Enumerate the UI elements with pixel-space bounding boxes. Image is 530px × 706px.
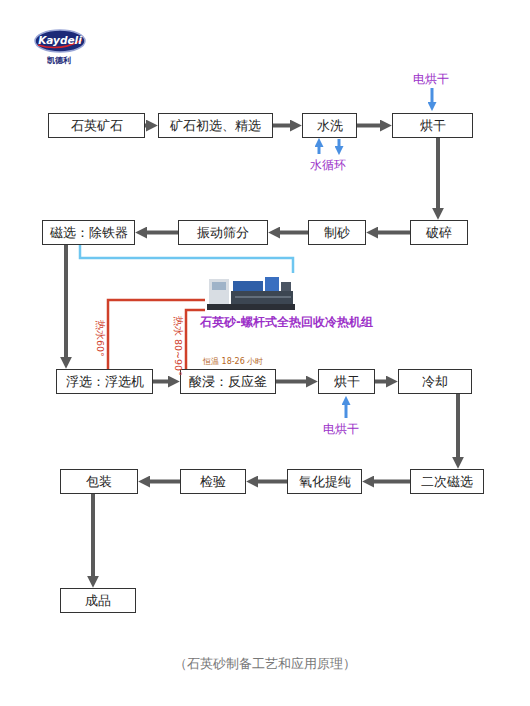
node-text: 振动筛分 bbox=[197, 224, 249, 242]
connector bbox=[257, 480, 287, 484]
process-box: 浮选：浮选机 bbox=[56, 369, 153, 394]
connector bbox=[91, 494, 95, 577]
node-text: 包装 bbox=[86, 473, 112, 491]
connector bbox=[377, 231, 410, 235]
node-text: 矿石初选、精选 bbox=[170, 117, 261, 135]
process-box: 检验 bbox=[180, 469, 246, 494]
logo-text: Kaydeli bbox=[37, 34, 83, 46]
note-label: 电烘干 bbox=[323, 421, 359, 438]
node-text: 烘干 bbox=[334, 373, 360, 391]
logo-text: 凯德利 bbox=[47, 55, 71, 66]
node-text: 磁选：除铁器 bbox=[50, 224, 128, 242]
process-box: 烘干 bbox=[318, 369, 375, 394]
process-box: 破碎 bbox=[410, 220, 468, 245]
process-box: 成品 bbox=[60, 588, 136, 613]
connector bbox=[153, 380, 169, 384]
process-box: 二次磁选 bbox=[410, 469, 484, 494]
node-text: 浮选：浮选机 bbox=[66, 373, 144, 391]
process-box: 氧化提纯 bbox=[287, 469, 362, 494]
node-text: 氧化提纯 bbox=[299, 473, 351, 491]
connector bbox=[436, 138, 440, 209]
node-text: 二次磁选 bbox=[421, 473, 473, 491]
node-text: 制砂 bbox=[324, 224, 350, 242]
process-box: 包装 bbox=[60, 469, 138, 494]
control-cabinet bbox=[209, 279, 229, 304]
connector bbox=[273, 124, 291, 128]
connector bbox=[64, 245, 68, 358]
connector bbox=[279, 231, 308, 235]
node-text: 烘干 bbox=[420, 117, 446, 135]
cycle-arrow bbox=[318, 146, 321, 154]
pipe-block bbox=[281, 282, 291, 291]
node-text: 冷却 bbox=[422, 373, 448, 391]
connector bbox=[276, 380, 307, 384]
process-box: 石英矿石 bbox=[48, 113, 145, 138]
shell-tube bbox=[231, 291, 293, 304]
connector bbox=[456, 394, 460, 458]
chiller-illustration bbox=[205, 273, 297, 311]
connector bbox=[145, 124, 147, 128]
compressor-head bbox=[265, 277, 279, 291]
shell-line bbox=[235, 297, 291, 298]
edge-label: 热水60° bbox=[93, 320, 106, 357]
process-box: 制砂 bbox=[308, 220, 366, 245]
process-box: 振动筛分 bbox=[178, 220, 268, 245]
inflow-arrow bbox=[431, 88, 434, 103]
node-text: 水洗 bbox=[317, 117, 343, 135]
node-text: 检验 bbox=[200, 473, 226, 491]
note-label: 恒温 18-26 小时 bbox=[203, 356, 263, 367]
connector bbox=[375, 380, 387, 384]
control-panel bbox=[212, 282, 226, 290]
connector bbox=[149, 480, 180, 484]
connector bbox=[357, 124, 381, 128]
process-box: 冷却 bbox=[398, 369, 472, 394]
cycle-arrow bbox=[338, 139, 341, 147]
logo-oval bbox=[35, 30, 85, 52]
process-box: 酸浸：反应釜 bbox=[180, 369, 276, 394]
connector bbox=[373, 480, 410, 484]
machine-base bbox=[207, 304, 295, 310]
compressor bbox=[233, 281, 263, 291]
process-box: 矿石初选、精选 bbox=[158, 113, 273, 138]
chiller-unit: 石英砂-螺杆式全热回收冷热机组 bbox=[205, 273, 297, 311]
process-box: 水洗 bbox=[302, 113, 357, 138]
connector bbox=[108, 300, 205, 369]
caption: （石英砂制备工艺和应用原理） bbox=[0, 655, 530, 673]
node-text: 成品 bbox=[85, 592, 111, 610]
process-box: 磁选：除铁器 bbox=[42, 220, 135, 245]
node-text: 石英砂-螺杆式全热回收冷热机组 bbox=[200, 315, 373, 330]
edge-label: 热水 80~90° bbox=[171, 316, 184, 376]
inflow-arrow bbox=[345, 404, 348, 418]
process-box: 烘干 bbox=[392, 113, 473, 138]
connector bbox=[146, 231, 178, 235]
note-label: 电烘干 bbox=[413, 71, 449, 88]
node-text: 酸浸：反应釜 bbox=[189, 373, 267, 391]
node-text: 破碎 bbox=[426, 224, 452, 242]
node-text: 石英矿石 bbox=[71, 117, 123, 135]
connector bbox=[80, 245, 293, 273]
note-label: 水循环 bbox=[310, 157, 346, 174]
